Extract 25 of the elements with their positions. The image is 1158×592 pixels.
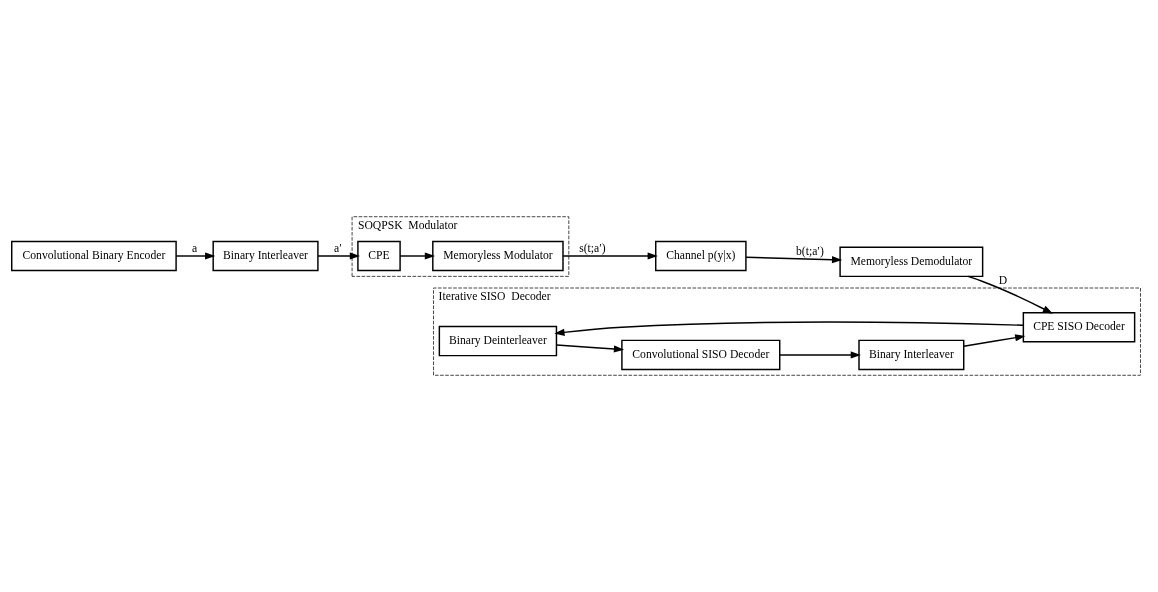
node-box: Convolutional Binary Encoder	[11, 240, 177, 272]
edge-label: b(t;a′)	[796, 245, 824, 259]
edge-label: a′	[334, 242, 342, 256]
node-box: Convolutional SISO Decoder	[621, 339, 781, 371]
arrow	[555, 344, 625, 353]
arrow	[779, 351, 861, 359]
arrow	[554, 321, 1024, 336]
arrow	[967, 275, 1053, 314]
arrow	[399, 252, 435, 260]
node-box: Binary Interleaver	[212, 240, 319, 272]
arrow	[745, 256, 843, 264]
node-box: Memoryless Modulator	[432, 240, 564, 272]
node-box: Binary Interleaver	[858, 339, 965, 371]
arrow	[562, 252, 658, 260]
node-box: Memoryless Demodulator	[839, 246, 984, 278]
node-box: CPE SISO Decoder	[1022, 312, 1136, 343]
arrow	[175, 252, 216, 260]
arrow	[317, 252, 360, 260]
node-box: CPE	[357, 240, 401, 272]
node-box: Binary Deinterleaver	[438, 325, 558, 357]
edge-label: D	[998, 274, 1008, 288]
node-box: Channel p(y|x)	[655, 240, 747, 272]
edge-label: s(t;a′)	[579, 242, 606, 256]
edge-label: a	[192, 242, 198, 256]
arrow	[963, 334, 1026, 348]
